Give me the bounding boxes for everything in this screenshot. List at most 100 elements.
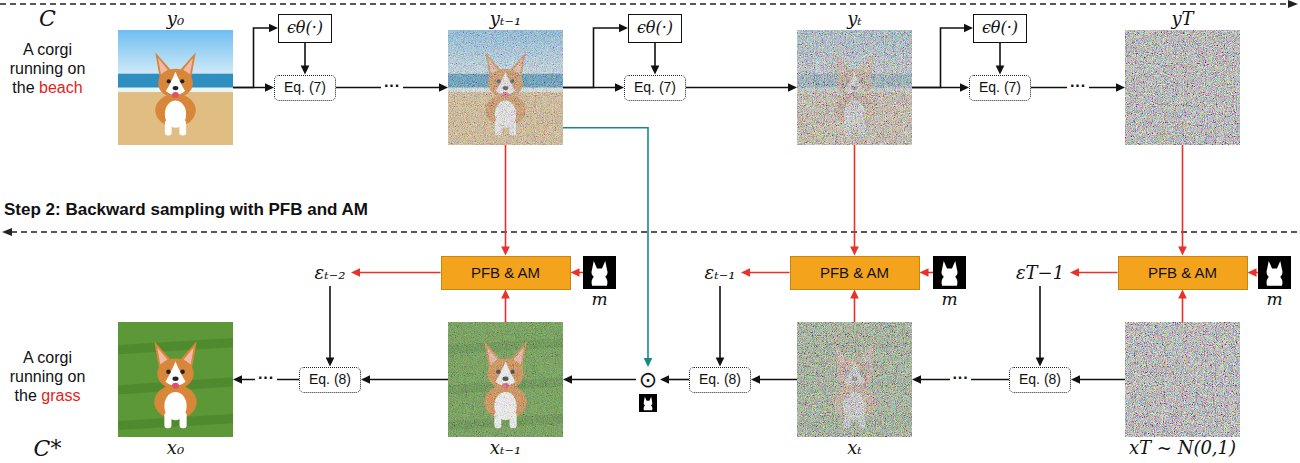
arrowhead [265,83,274,92]
connector-line [368,379,448,381]
noise-overlay [448,30,563,145]
edge-label: ··· [381,78,403,94]
pfb-am-block: PFB & AM [441,256,571,290]
connector-line [1039,286,1041,360]
arrowhead [741,268,750,277]
product-symbol: ⊙ [639,369,657,391]
arrowhead [326,358,335,367]
connector-line [748,272,790,274]
connector-line [505,297,507,323]
equation-box: Eq. (8) [299,367,361,393]
connector-line [912,87,962,89]
connector-line [654,43,656,68]
label-group: A corgi running on thegrass [0,348,95,406]
block-label: PFB & AM [471,264,540,282]
connector-arrow [233,24,278,88]
connector-line [570,379,636,381]
mask-icon [1258,256,1291,289]
label-group: C [0,6,95,32]
connector-line [912,28,966,88]
image-node: yT [1125,30,1240,145]
image-node: xₜ [797,322,912,437]
arrowhead [1178,247,1187,256]
mask-node: m [583,256,616,289]
arrowhead [920,268,929,277]
backward-arrowhead [2,228,12,236]
arrowhead [850,247,859,256]
condition-symbol: C [39,6,56,31]
connector-line [1182,297,1184,323]
beach-image [118,30,233,145]
connector-arrow [1248,268,1259,277]
connector-line [686,87,790,89]
equation-label: Eq. (7) [284,79,326,96]
equation-label: Eq. (8) [309,371,351,388]
connector-arrow [716,286,725,367]
connector-arrow [651,43,660,75]
mask-label: m [941,290,957,309]
arrowhead [964,24,973,33]
arrowhead [301,66,310,75]
image-node: x₀ [118,322,233,437]
connector-arrow [351,268,441,277]
connector-arrow [501,145,510,256]
connector-line [563,128,648,360]
equation-box: Eq. (8) [689,367,751,393]
arrowhead [1248,268,1257,277]
network-box: ϵθ(·) [628,14,682,43]
image-node: xT ~ N(0,1) [1125,322,1240,437]
pure-noise [1125,322,1240,437]
connector-arrow [563,24,628,88]
connector-arrow [912,83,969,92]
arrowhead [651,66,660,75]
connector-arrow [233,83,274,92]
image-node: yₜ [797,30,912,145]
connector-arrow [686,83,797,92]
arrowhead [1070,268,1079,277]
image-label: yₜ [847,9,862,29]
mask-label: m [591,290,607,309]
connector-arrow [563,128,652,367]
arrowhead [361,375,370,384]
noise-overlay [797,30,912,145]
connector-arrow [361,375,448,384]
connector-arrow [850,145,859,256]
mask-node: m [933,256,966,289]
connector-line [1077,272,1118,274]
connector-line [854,297,856,323]
image-node: yₜ₋₁ [448,30,563,145]
connector-line [667,379,689,381]
noise-symbol: εₜ₋₁ [705,262,736,284]
pure-noise [1125,30,1240,145]
connector-line [1182,145,1184,249]
forward-arrowhead [1288,0,1298,8]
prompt-keyword: grass [41,387,80,404]
edge-label: ··· [1067,78,1089,94]
connector-line [854,145,856,249]
image-label: xT ~ N(0,1) [1129,438,1236,458]
noise-overlay [448,322,563,437]
connector-line [233,87,267,89]
label-group: Step 2: Backward sampling with PFB and A… [4,200,368,220]
arrowhead [501,290,510,299]
edge-label: ··· [950,370,972,386]
network-box: ϵθ(·) [973,14,1027,43]
block-label: PFB & AM [820,264,889,282]
arrowhead [912,375,921,384]
connector-arrow [741,268,790,277]
hadamard-product: ⊙ [636,367,660,392]
noise-symbol: εT−1 [1016,262,1064,284]
connector-arrow [1036,286,1045,367]
connector-arrow [850,290,859,323]
label-group: C* [0,436,95,462]
connector-line [304,43,306,68]
network-box: ϵθ(·) [278,14,332,43]
connector-line [563,87,617,89]
arrowhead [1071,375,1080,384]
equation-label: Eq. (7) [979,79,1021,96]
noise-estimate: εₜ₋₁ [699,259,741,286]
grass-image [448,322,563,437]
mask-icon [933,256,966,289]
